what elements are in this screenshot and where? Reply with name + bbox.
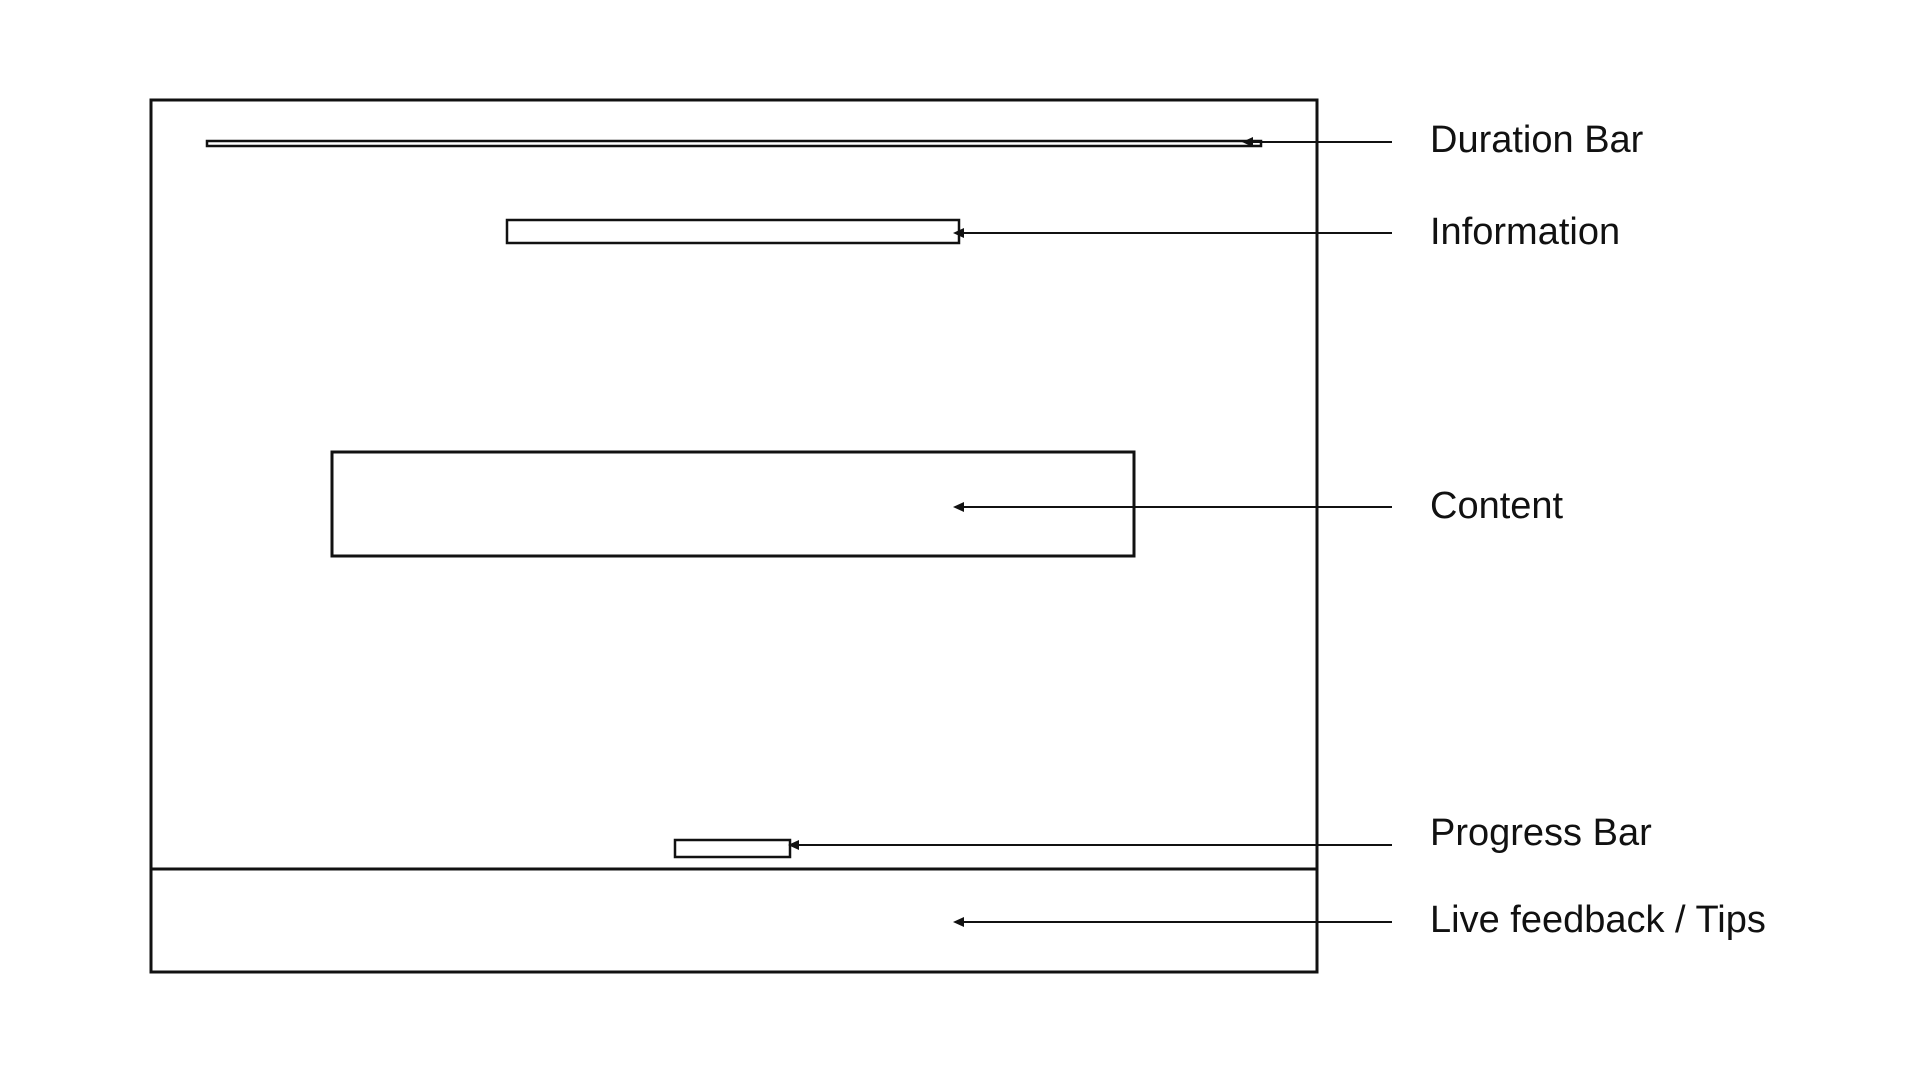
information-label: Information <box>1430 211 1620 253</box>
screen-frame <box>149 98 1319 974</box>
information-arrowhead <box>953 228 964 238</box>
live-feedback-arrowhead <box>953 917 964 927</box>
content-label: Content <box>1430 485 1564 527</box>
progress-bar <box>673 838 792 859</box>
content-arrowhead <box>953 502 964 512</box>
progress-bar-label: Progress Bar <box>1430 812 1652 854</box>
duration-bar <box>205 139 1263 148</box>
duration-bar-arrowhead <box>1242 137 1253 147</box>
duration-bar-label: Duration Bar <box>1430 119 1644 161</box>
live-feedback-label: Live feedback / Tips <box>1430 899 1766 941</box>
progress-bar-arrowhead <box>788 840 799 850</box>
content-box <box>330 450 1136 558</box>
information-box <box>505 218 961 245</box>
